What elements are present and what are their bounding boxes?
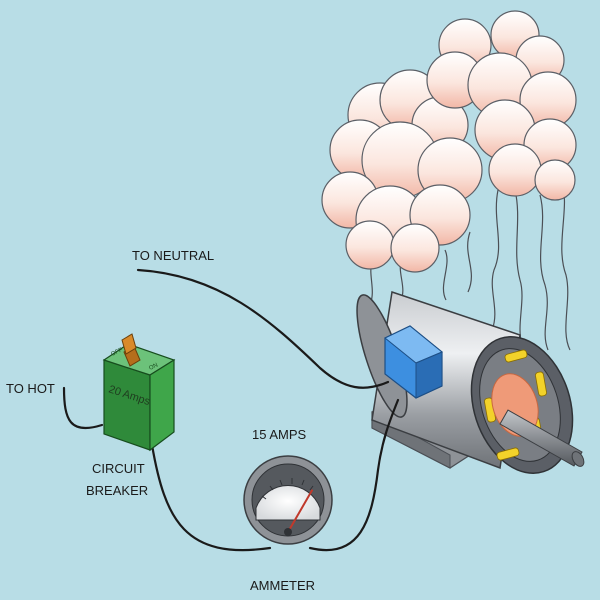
label-circuit: CIRCUIT bbox=[92, 461, 145, 476]
label-ammeter-reading: 15 AMPS bbox=[252, 427, 307, 442]
label-to-neutral: TO NEUTRAL bbox=[132, 248, 214, 263]
label-to-hot: TO HOT bbox=[6, 381, 55, 396]
breaker-off-mark: OFF bbox=[110, 347, 124, 358]
label-breaker: BREAKER bbox=[86, 483, 148, 498]
terminal-box bbox=[384, 325, 443, 399]
neutral-wire bbox=[136, 268, 390, 389]
electric-motor bbox=[356, 291, 574, 474]
ammeter-scale bbox=[261, 478, 314, 500]
hot-wire bbox=[62, 386, 104, 430]
breaker-handle[interactable] bbox=[121, 333, 141, 367]
motor-shaft bbox=[499, 409, 585, 467]
smoke-wisps bbox=[369, 179, 571, 351]
ammeter-needle bbox=[287, 489, 313, 533]
label-ammeter: AMMETER bbox=[250, 578, 315, 593]
wires bbox=[62, 268, 400, 552]
smoke-cloud-left bbox=[321, 69, 483, 273]
breaker-to-ammeter-wire bbox=[150, 443, 272, 552]
circuit-breaker: OFF ON 20 Amps bbox=[102, 333, 176, 452]
ammeter bbox=[243, 455, 333, 545]
ammeter-to-motor-wire bbox=[308, 398, 400, 552]
smoke-cloud-right bbox=[426, 10, 577, 201]
breaker-on-mark: ON bbox=[148, 363, 159, 372]
